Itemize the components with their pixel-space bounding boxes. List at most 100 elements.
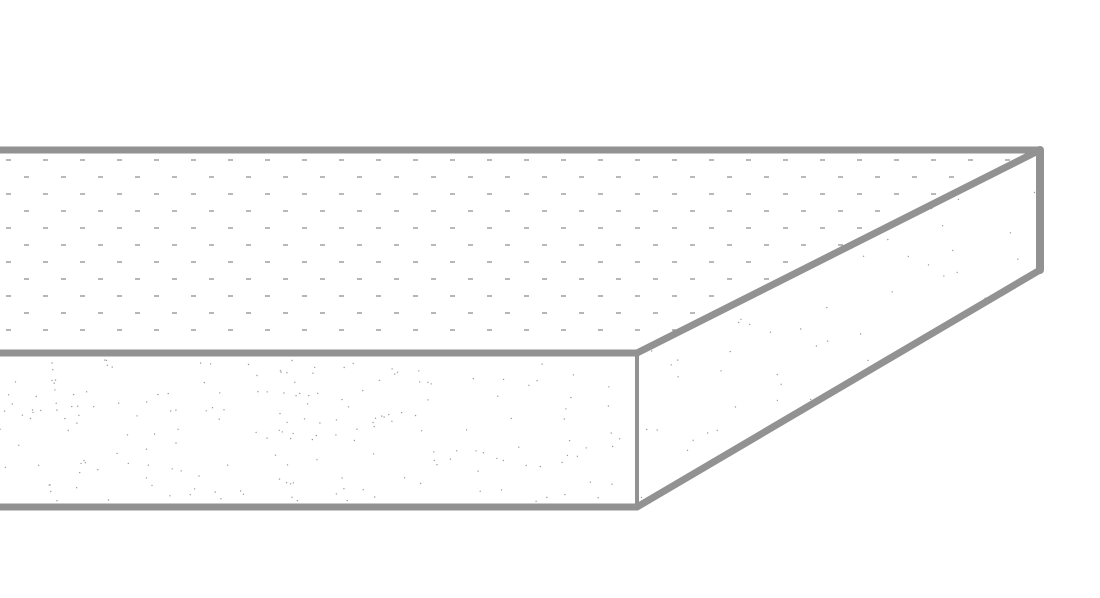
stipple-dot	[83, 460, 85, 462]
stipple-dot	[106, 364, 109, 366]
stipple-dot	[525, 464, 527, 467]
slab-side-face	[637, 150, 1040, 507]
stipple-dot	[496, 457, 498, 460]
stipple-dot	[3, 410, 6, 412]
stipple-dot	[867, 359, 869, 362]
stipple-dot	[912, 361, 914, 363]
stipple-dot	[394, 373, 396, 375]
stipple-dot	[400, 411, 403, 414]
stipple-dot	[54, 389, 56, 391]
stipple-dot	[465, 429, 468, 431]
stipple-dot	[78, 414, 80, 417]
stipple-dot	[957, 198, 960, 201]
stipple-dot	[391, 420, 393, 422]
stipple-dot	[421, 430, 423, 432]
stipple-dot	[175, 409, 177, 411]
stipple-dot	[566, 454, 569, 457]
stipple-dot	[294, 381, 296, 383]
stipple-dot	[292, 482, 294, 484]
stipple-dot	[859, 333, 862, 335]
stipple-dot	[928, 400, 930, 402]
stipple-dot	[640, 496, 643, 499]
stipple-dot	[943, 275, 945, 277]
stipple-dot	[1028, 498, 1030, 500]
stipple-dot	[257, 391, 259, 393]
stipple-dot	[677, 376, 679, 378]
stipple-dot	[343, 366, 345, 369]
stipple-dot	[433, 459, 435, 462]
stipple-dot	[147, 464, 149, 466]
stipple-dot	[734, 406, 737, 408]
stipple-dot	[205, 410, 207, 412]
stipple-dot	[93, 406, 95, 408]
stipple-dot	[170, 410, 172, 412]
stipple-dot	[316, 459, 318, 461]
stipple-dot	[611, 445, 614, 448]
stipple-dot	[291, 496, 293, 498]
stipple-dot	[335, 493, 338, 495]
stipple-dot	[11, 403, 13, 405]
stipple-dot	[576, 455, 579, 457]
stipple-dot	[177, 428, 179, 430]
stipple-dot	[740, 318, 742, 321]
stipple-dot	[810, 469, 812, 471]
stipple-dot	[279, 370, 282, 372]
stipple-dot	[735, 486, 737, 488]
stipple-dot	[528, 384, 530, 386]
stipple-dot	[169, 495, 171, 497]
stipple-dot	[502, 459, 504, 462]
stipple-dot	[286, 464, 289, 466]
stipple-dot	[868, 416, 870, 419]
stipple-dot	[618, 438, 621, 440]
stipple-dot	[266, 437, 268, 439]
stipple-dot	[219, 392, 221, 394]
stipple-dot	[1024, 466, 1027, 469]
stipple-dot	[1000, 405, 1002, 408]
stipple-dot	[419, 381, 421, 383]
stipple-dot	[923, 459, 925, 461]
stipple-dot	[54, 379, 57, 381]
stipple-dot	[362, 389, 364, 392]
stipple-dot	[180, 470, 182, 472]
stipple-dot	[118, 402, 120, 404]
stipple-dot	[37, 464, 40, 466]
stipple-dot	[75, 487, 78, 489]
stipple-dot	[1017, 258, 1019, 260]
stipple-dot	[266, 391, 268, 393]
stipple-dot	[343, 488, 345, 490]
stipple-dot	[111, 366, 113, 368]
bottom-side-edge	[633, 266, 1044, 511]
stipple-dot	[969, 498, 971, 501]
stipple-dot	[312, 372, 314, 374]
stipple-dot	[720, 370, 722, 372]
stipple-dot	[607, 405, 610, 407]
stipple-dot	[374, 417, 377, 419]
stipple-dot	[67, 429, 69, 432]
stipple-dot	[72, 393, 75, 396]
stipple-dot	[76, 422, 78, 424]
stipple-dot	[346, 499, 348, 502]
stipple-dot	[53, 382, 55, 384]
stipple-dot	[347, 406, 350, 408]
stipple-dot	[692, 439, 694, 441]
stipple-dot	[316, 392, 319, 395]
stipple-dot	[341, 477, 343, 479]
stipple-dot	[670, 364, 672, 366]
stipple-dot	[157, 393, 159, 396]
stipple-dot	[418, 370, 420, 372]
stipple-dot	[175, 442, 177, 444]
stipple-dot	[104, 359, 106, 361]
stipple-dot	[729, 350, 731, 353]
stipple-dot	[502, 378, 505, 381]
stipple-dot	[561, 461, 563, 464]
stipple-dot	[239, 490, 242, 492]
stipple-dot	[146, 401, 148, 403]
stipple-dot	[167, 392, 169, 395]
stipple-dot	[791, 430, 794, 432]
stipple-dot	[776, 399, 779, 402]
stipple-dot	[961, 416, 964, 418]
stipple-dot	[391, 368, 393, 370]
stipple-dot	[565, 408, 567, 410]
stipple-dot	[85, 391, 88, 393]
stipple-dot	[1009, 232, 1012, 234]
